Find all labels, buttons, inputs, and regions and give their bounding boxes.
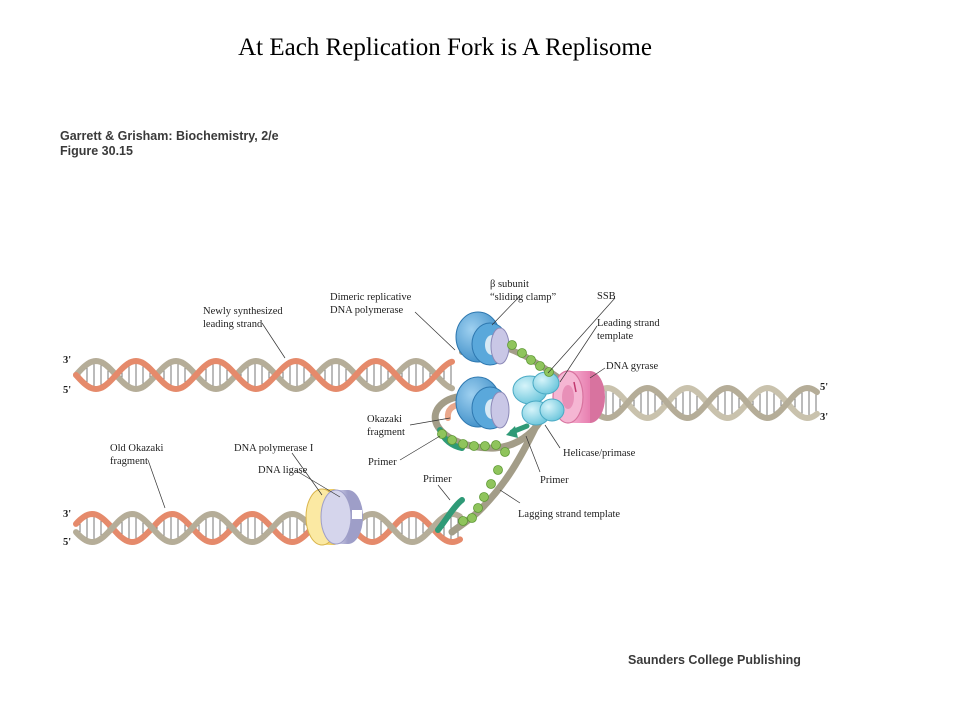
dimeric-dna-polymerase [455, 311, 510, 430]
ssb-dot [493, 465, 503, 475]
ssb-dot [473, 503, 483, 513]
upper-left-double-helix [73, 357, 455, 393]
label-helicase: Helicase/primase [563, 448, 636, 459]
end-lower-left-top: 3' [63, 509, 71, 520]
label-old-okazaki-1: Old Okazaki [110, 443, 163, 454]
label-old-okazaki-2: fragment [110, 456, 148, 467]
label-ssb: SSB [597, 291, 616, 302]
label-ligase: DNA ligase [258, 465, 308, 476]
ssb-dot [458, 516, 468, 526]
label-dimeric-2: DNA polymerase [330, 305, 404, 316]
label-gyrase: DNA gyrase [606, 361, 659, 372]
label-pol1: DNA polymerase I [234, 443, 314, 454]
label-beta-2: “sliding clamp” [490, 292, 557, 303]
right-parental-double-helix [592, 384, 820, 422]
primer-helicase-arrowhead [506, 426, 518, 438]
label-okazaki-2: fragment [367, 427, 405, 438]
helix-strand [73, 357, 455, 393]
ssb-dot [447, 435, 457, 445]
end-upper-left-top: 3' [63, 355, 71, 366]
helix-strand [73, 510, 463, 546]
ssb-dot [479, 492, 489, 502]
ssb-dot [500, 447, 510, 457]
ssb-dot [507, 340, 517, 350]
ssb-dot [467, 513, 477, 523]
ssb-dot [491, 440, 501, 450]
label-newly-synth-2: leading strand [203, 319, 263, 330]
label-leader-lines [147, 295, 616, 509]
dna-ligase [320, 489, 363, 545]
ssb-dot [517, 348, 527, 358]
label-dimeric-1: Dimeric replicative [330, 292, 412, 303]
label-leading-template-1: Leading strand [597, 318, 660, 329]
end-upper-right-top: 5' [820, 382, 828, 393]
label-beta-1: β subunit [490, 279, 529, 290]
ssb-dot [458, 439, 468, 449]
end-upper-right-bottom: 3' [820, 412, 828, 423]
lower-lagging-double-helix [73, 510, 463, 546]
helix-strand [73, 357, 455, 393]
ssb-dot [535, 361, 545, 371]
label-primer-left: Primer [368, 457, 397, 468]
publisher-credit: Saunders College Publishing [628, 653, 801, 667]
slide-title: At Each Replication Fork is A Replisome [238, 34, 652, 61]
lagging-strand-template [448, 414, 544, 536]
helix-strand [73, 510, 463, 546]
primer-lower-helix [435, 497, 465, 533]
end-lower-left-bottom: 5' [63, 537, 71, 548]
ssb-proteins [437, 340, 554, 526]
caption-source: Garrett & Grisham: Biochemistry, 2/e [60, 129, 279, 143]
helix-strand [592, 384, 820, 422]
figure-caption: Garrett & Grisham: Biochemistry, 2/e Fig… [60, 129, 279, 159]
ssb-dot [469, 441, 479, 451]
ssb-dot [480, 441, 490, 451]
end-upper-left-bottom: 5' [63, 385, 71, 396]
beta-clamp-upper [490, 327, 510, 365]
ssb-dot [437, 429, 447, 439]
label-leading-template-2: template [597, 331, 633, 342]
ssb-dot [486, 479, 496, 489]
helicase-primase [512, 371, 565, 426]
ssb-dot [526, 355, 536, 365]
label-primer-lower: Primer [423, 474, 452, 485]
caption-figure-number: Figure 30.15 [60, 144, 133, 158]
beta-clamp-lower [490, 391, 510, 429]
label-okazaki-1: Okazaki [367, 414, 402, 425]
label-newly-synth-1: Newly synthesized [203, 306, 283, 317]
label-lagging-template: Lagging strand template [518, 509, 620, 520]
label-primer-right: Primer [540, 475, 569, 486]
